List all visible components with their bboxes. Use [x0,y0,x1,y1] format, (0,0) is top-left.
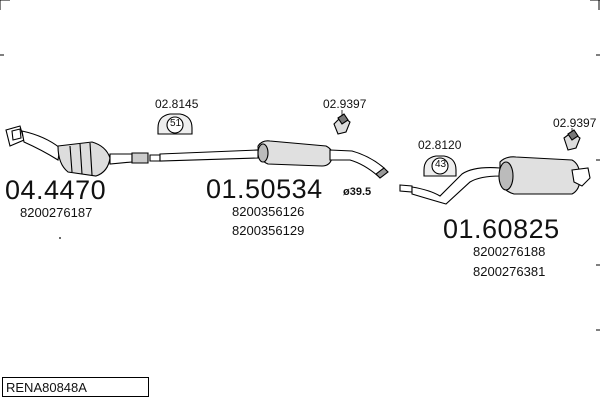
rear-muffler-part [399,156,591,205]
reference-code: RENA80848A [6,380,87,395]
hanger-43-icon [423,155,457,177]
dot-marker [59,237,61,239]
reference-box: RENA80848A [2,377,149,397]
frame-marks [0,0,600,331]
part-code: 01.50534 [206,174,323,204]
part-code: 04.4470 [5,175,107,205]
oem-number: 8200276187 [20,205,93,220]
oem-number: 8200356126 [232,204,305,219]
part-code: 01.60825 [443,214,560,244]
hanger-badge: 43 [435,159,447,170]
hanger-code: 02.9397 [323,97,367,111]
oem-number: 8200276381 [473,264,546,279]
pipe-diameter: ø39.5 [343,186,372,198]
hanger-rubber-icon [333,113,351,135]
hanger-badge: 51 [170,118,182,129]
catalytic-converter-part [5,125,161,177]
middle-muffler-part [159,140,389,179]
oem-number: 8200276188 [473,244,546,259]
hanger-rubber-right-icon [563,129,581,151]
hanger-code: 02.8120 [418,138,462,152]
leader-lines [341,110,573,132]
hanger-code: 02.8145 [155,97,199,111]
hanger-code: 02.9397 [553,116,597,130]
hanger-51-icon [157,113,193,135]
oem-number: 8200356129 [232,223,305,238]
